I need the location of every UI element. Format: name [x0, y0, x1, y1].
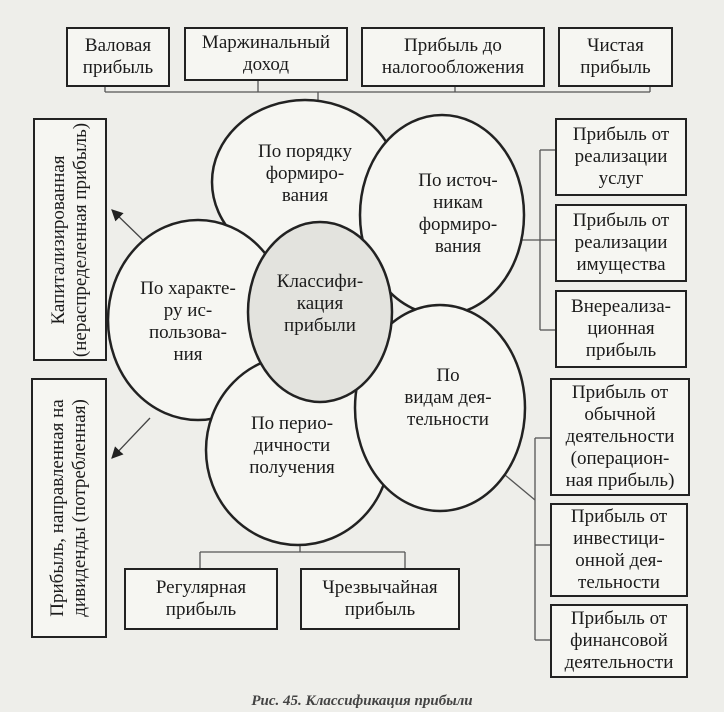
box-dividend-profit: Прибыль, направленная на дивиденды (потр…	[31, 378, 107, 638]
box-non-operating-profit: Внереализа- ционная прибыль	[555, 290, 687, 368]
box-services-profit: Прибыль от реализации услуг	[555, 118, 687, 196]
label-periodicity: По перио- дичности получения	[249, 413, 335, 478]
box-profit-before-tax: Прибыль до налогообложения	[361, 27, 545, 87]
box-financial-profit: Прибыль от финансовой деятельности	[550, 604, 688, 678]
label-center-classification: Классифи- кация прибыли	[276, 271, 364, 336]
box-extraordinary-profit: Чрезвычайная прибыль	[300, 568, 460, 630]
box-marginal-income: Маржинальный доход	[184, 27, 348, 81]
figure-caption: Рис. 45. Классификация прибыли	[251, 693, 473, 709]
label-formation-order: По порядку формиро- вания	[257, 141, 352, 206]
label-usage: По характе- ру ис- пользова- ния	[140, 278, 236, 365]
arrow-to-dividends	[111, 417, 151, 459]
box-regular-profit: Регулярная прибыль	[124, 568, 278, 630]
label-formation-sources: По источ- никам формиро- вания	[418, 170, 498, 257]
box-dividend-profit-label: Прибыль, направленная на дивиденды (потр…	[47, 399, 90, 617]
box-capitalized-profit-label: Капитализированная (нераспределенная при…	[48, 122, 91, 357]
right-bottom-connectors	[504, 437, 550, 641]
label-activity-types: По видам дея- тельности	[404, 365, 492, 430]
arrow-to-capitalized	[111, 209, 149, 246]
box-investment-profit: Прибыль от инвестици- онной дея- тельнос…	[550, 503, 688, 597]
box-capitalized-profit: Капитализированная (нераспределенная при…	[33, 118, 107, 361]
ellipse-activity-types	[353, 303, 527, 513]
box-ordinary-activity-profit: Прибыль от обычной деятельности (операци…	[550, 378, 690, 496]
box-net-profit: Чистая прибыль	[558, 27, 673, 87]
ellipse-center	[246, 220, 394, 404]
box-gross-profit: Валовая прибыль	[66, 27, 170, 87]
box-property-profit: Прибыль от реализации имущества	[555, 204, 687, 282]
